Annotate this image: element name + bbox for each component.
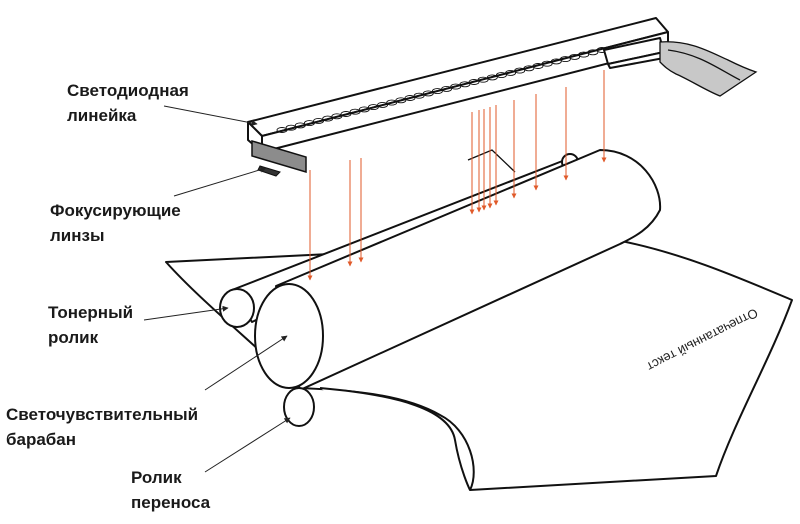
labels: Светодиодная линейка Фокусирующие линзы …	[6, 81, 211, 512]
led-diode	[276, 127, 288, 133]
light-rays	[307, 70, 607, 281]
led-diode	[459, 81, 471, 88]
led-diode	[450, 83, 462, 90]
photosensitive-drum	[254, 149, 662, 391]
led-diode	[294, 122, 306, 129]
leader-led-bar	[163, 105, 258, 126]
led-diode	[587, 49, 599, 56]
transfer-roller	[283, 387, 315, 427]
label-lens-1: Фокусирующие	[50, 201, 181, 220]
leader-lens	[173, 166, 267, 197]
led-diode	[303, 120, 315, 127]
led-diode	[486, 74, 498, 81]
led-diode	[340, 111, 352, 117]
led-diode	[578, 51, 590, 58]
led-diode	[532, 63, 544, 69]
led-diode	[285, 124, 297, 131]
led-diode	[331, 113, 343, 120]
led-diode	[468, 79, 480, 85]
label-drum-1: Светочувствительный	[6, 405, 198, 424]
label-toner-1: Тонерный	[48, 303, 133, 322]
led-diode	[441, 85, 453, 92]
label-transfer-1: Ролик	[131, 468, 182, 487]
led-diode	[404, 95, 416, 101]
led-diode	[413, 92, 425, 99]
led-diode	[477, 76, 489, 83]
leader-transfer	[204, 417, 291, 473]
led-diode	[422, 90, 434, 97]
label-led-bar-2: линейка	[67, 106, 137, 125]
led-diode	[349, 108, 361, 115]
led-diode	[505, 69, 517, 76]
label-toner-2: ролик	[48, 328, 99, 347]
ribbon-cable	[659, 41, 758, 97]
led-diode	[358, 106, 370, 113]
led-diode	[523, 65, 535, 72]
led-diode	[495, 72, 507, 79]
led-diode	[377, 101, 389, 108]
led-diode	[550, 58, 562, 65]
led-diodes	[276, 47, 608, 133]
led-diode	[395, 97, 407, 104]
led-bar	[247, 17, 758, 153]
label-drum-2: барабан	[6, 430, 76, 449]
led-diode	[559, 56, 571, 63]
led-diode	[322, 115, 334, 122]
led-diode	[386, 99, 398, 106]
label-led-bar-1: Светодиодная	[67, 81, 189, 100]
label-transfer-2: переноса	[131, 493, 211, 512]
led-diode	[569, 53, 581, 60]
led-diode	[313, 117, 325, 124]
led-diode	[514, 67, 526, 74]
leader-lines	[143, 105, 291, 473]
leader-toner	[143, 305, 229, 321]
led-diode	[367, 104, 379, 111]
led-diode	[431, 88, 443, 95]
label-lens-2: линзы	[50, 226, 105, 245]
led-diode	[541, 60, 553, 67]
leader-drum	[204, 335, 288, 391]
